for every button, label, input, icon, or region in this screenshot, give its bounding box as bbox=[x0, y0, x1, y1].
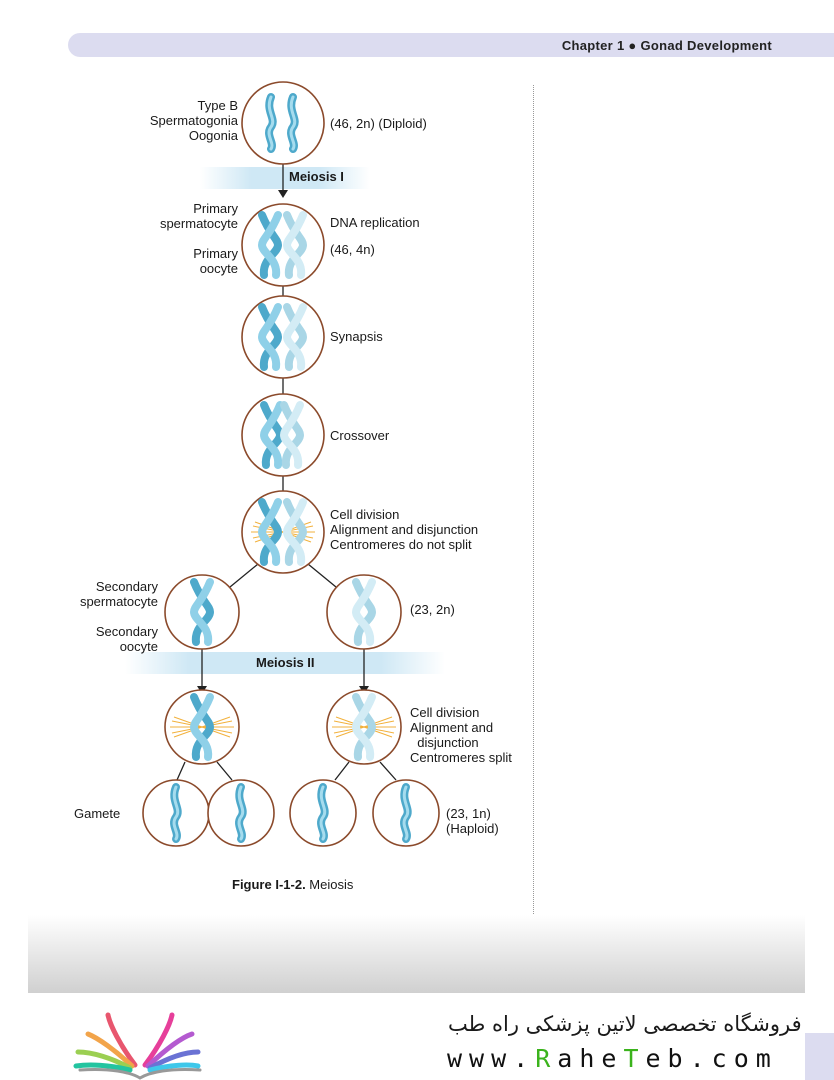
website-url[interactable]: www.RaheTeb.com bbox=[447, 1044, 778, 1073]
gamete-label: Gamete bbox=[74, 806, 121, 821]
header-bar bbox=[68, 33, 834, 57]
dna-replication-label: DNA replication bbox=[330, 215, 420, 230]
haploid-label: (23, 1n)(Haploid) bbox=[446, 806, 499, 836]
crossover-label: Crossover bbox=[330, 428, 390, 443]
page-shadow bbox=[28, 915, 805, 993]
meiosis-diagram bbox=[142, 81, 440, 847]
store-name-persian: فروشگاه تخصصی لاتین پزشکی راه طب bbox=[448, 1012, 802, 1036]
meiosis-1-band bbox=[200, 167, 370, 189]
ploidy-46-4n: (46, 4n) bbox=[330, 242, 375, 257]
column-divider bbox=[533, 85, 534, 990]
meiosis-1-label: Meiosis I bbox=[289, 169, 344, 184]
running-header: Chapter 1 ● Gonad Development bbox=[561, 38, 772, 53]
cell-circles bbox=[142, 81, 440, 847]
meiosis-2-band bbox=[125, 652, 445, 674]
meiosis-2-label: Meiosis II bbox=[256, 655, 315, 670]
figure-caption: Figure I-1-2. Meiosis bbox=[232, 877, 354, 892]
synapsis-label: Synapsis bbox=[330, 329, 383, 344]
ploidy-23-2n: (23, 2n) bbox=[410, 602, 455, 617]
footer-tab bbox=[805, 1033, 834, 1080]
diploid-label: (46, 2n) (Diploid) bbox=[330, 116, 427, 131]
book-logo bbox=[73, 1012, 202, 1080]
